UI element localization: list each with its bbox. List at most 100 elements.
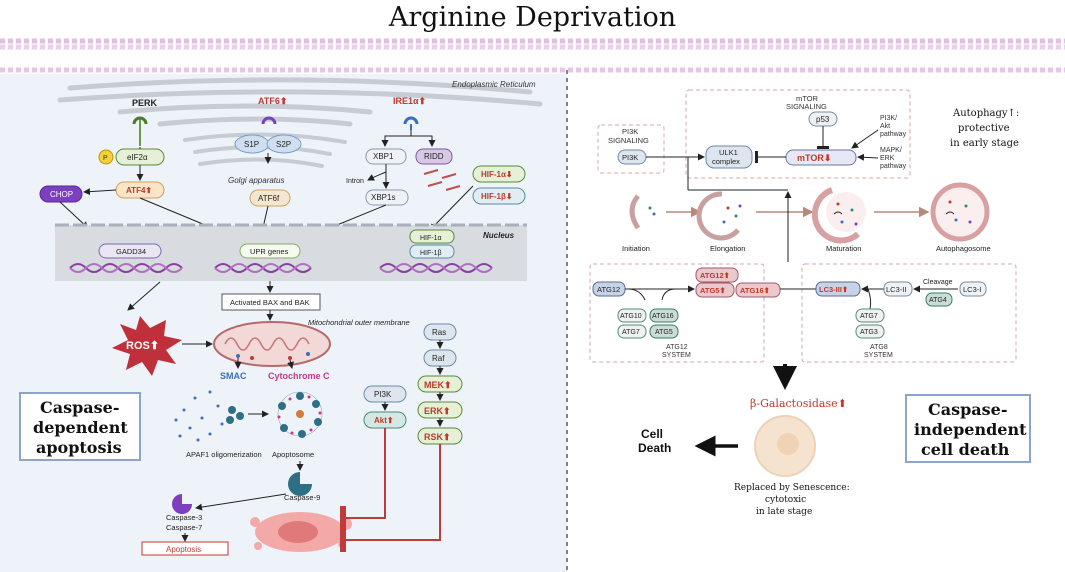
atg7a-label: ATG7 bbox=[622, 329, 640, 336]
autophagy-line2: protective bbox=[958, 123, 1010, 134]
perk-receptor-icon bbox=[132, 116, 148, 146]
atf6-receptor-icon bbox=[261, 116, 277, 125]
hif1b-node bbox=[409, 244, 455, 259]
cell-death-line2: Death bbox=[638, 441, 671, 455]
mtor-label: mTOR⬇ bbox=[797, 153, 831, 163]
apoptosis-label: Apoptosis bbox=[166, 545, 201, 554]
atg12up-label: ATG12⬆ bbox=[700, 271, 730, 280]
autophagy-line3: in early stage bbox=[950, 138, 1019, 149]
lc3ii-label: LC3-II bbox=[886, 285, 906, 294]
gadd34-node bbox=[98, 243, 162, 259]
chop-label: CHOP bbox=[50, 190, 73, 199]
dna-helix-icons bbox=[69, 263, 493, 273]
mek-label: MEK⬆ bbox=[424, 380, 452, 390]
mtor-signaling-title2: SIGNALING bbox=[786, 102, 827, 111]
golgi-label: Golgi apparatus bbox=[228, 176, 284, 185]
autophagosome-icon bbox=[930, 182, 990, 242]
intron-label: Intron bbox=[346, 178, 364, 185]
hif1a-down-label: HIF-1α⬇ bbox=[481, 170, 513, 179]
right-pi3k-label: PI3K bbox=[622, 153, 638, 162]
atg10-label: ATG10 bbox=[620, 313, 642, 320]
cleavage-label: Cleavage bbox=[923, 279, 953, 286]
maturation-label: Maturation bbox=[826, 244, 861, 253]
rsk-inhibition bbox=[340, 444, 441, 552]
apaf1-label: APAF1 oligomerization bbox=[186, 450, 262, 459]
left-pi3k-label: PI3K bbox=[374, 390, 392, 399]
atg7b-node bbox=[855, 308, 885, 323]
apaf1-cluster-icon bbox=[226, 406, 244, 424]
mapk-line2: ERK bbox=[880, 155, 895, 162]
autophagosome-label: Autophagosome bbox=[936, 244, 991, 253]
atg12-system-line1: ATG12 bbox=[666, 344, 688, 351]
ras-label: Ras bbox=[432, 328, 446, 337]
ros-label: ROS⬆ bbox=[126, 340, 159, 352]
caspase7-label: Caspase-7 bbox=[166, 523, 202, 532]
pi3k-signaling-title1: PI3K bbox=[622, 127, 638, 136]
mito-membrane-label: Mitochondrial outer membrane bbox=[308, 318, 410, 327]
caspase-dependent-line2: dependent bbox=[33, 418, 128, 437]
mtor-signaling-title1: mTOR bbox=[796, 94, 819, 103]
caspase-independent-line3: cell death bbox=[921, 440, 1010, 459]
bax-bak-label: Activated BAX and BAK bbox=[230, 298, 310, 307]
caspase3-label: Caspase-3 bbox=[166, 513, 202, 522]
atg3-label: ATG3 bbox=[860, 329, 878, 336]
atg16up-label: ATG16⬆ bbox=[740, 286, 770, 295]
atg10-node bbox=[617, 308, 647, 323]
ros-starburst bbox=[112, 316, 182, 376]
cell-death-line1: Cell bbox=[641, 427, 663, 441]
senescence-line3: in late stage bbox=[756, 507, 812, 517]
bgal-label: β-Galactosidase⬆ bbox=[750, 397, 847, 410]
caspase-dependent-line1: Caspase- bbox=[40, 398, 120, 417]
lc3i-node bbox=[959, 281, 987, 297]
hif1a-node bbox=[409, 229, 455, 244]
atg5-label: ATG5 bbox=[655, 329, 673, 336]
chop-node bbox=[39, 185, 83, 203]
caspase-dependent-line3: apoptosis bbox=[36, 438, 122, 457]
atg12-system-line2: SYSTEM bbox=[662, 352, 691, 359]
lc3iii-label: LC3-III⬆ bbox=[819, 285, 848, 294]
lc3iii-node bbox=[815, 281, 861, 297]
elongation-icon bbox=[696, 191, 742, 241]
gadd34-label: GADD34 bbox=[116, 247, 146, 256]
apoptosome-label: Apoptosome bbox=[272, 450, 314, 459]
atf4-label: ATF4⬆ bbox=[126, 186, 152, 195]
ridd-node bbox=[415, 148, 453, 165]
senescence-line1: Replaced by Senescence: bbox=[734, 483, 850, 493]
apoptosome-icon bbox=[277, 391, 323, 438]
caspase-independent-line1: Caspase- bbox=[928, 400, 1008, 419]
atg3-node bbox=[855, 324, 885, 339]
xbp1s-label: XBP1s bbox=[371, 193, 395, 202]
akt-label: Akt⬆ bbox=[374, 416, 394, 425]
p53-label: p53 bbox=[816, 115, 830, 124]
ire1a-label: IRE1α⬆ bbox=[393, 96, 426, 106]
atg12-system-group bbox=[589, 263, 765, 363]
senescent-cell-icon bbox=[754, 415, 816, 477]
lc3ii-node bbox=[883, 281, 913, 297]
autophagy-line1: Autophagy↑: bbox=[952, 108, 1019, 119]
hif1b-label: HIF-1β bbox=[420, 250, 442, 257]
apaf1-dots-icon bbox=[174, 390, 224, 442]
nucleus-label: Nucleus bbox=[483, 231, 515, 240]
s2p-node bbox=[266, 134, 302, 154]
caspase9-icon bbox=[288, 472, 312, 496]
phospho-node bbox=[98, 149, 114, 165]
atf6f-label: ATF6f bbox=[258, 194, 280, 203]
caspase9-label: Caspase-9 bbox=[284, 493, 320, 502]
atg12up-node bbox=[695, 267, 739, 283]
atg8-system-line1: ATG8 bbox=[870, 344, 888, 351]
caspase3-icon bbox=[172, 494, 192, 514]
senescence-line2: cytotoxic bbox=[765, 495, 806, 505]
mapk-line1: MAPK/ bbox=[880, 147, 902, 154]
atg16-label: ATG16 bbox=[652, 313, 674, 320]
eif2a-label: eIF2α bbox=[127, 153, 148, 162]
xbp1s-node bbox=[365, 189, 409, 206]
elongation-label: Elongation bbox=[710, 244, 745, 253]
atg16up-node bbox=[735, 282, 781, 298]
mapk-line3: pathway bbox=[880, 163, 907, 170]
perk-label: PERK bbox=[132, 98, 158, 108]
ire1a-receptor-icon bbox=[403, 116, 419, 130]
er-membrane bbox=[57, 77, 543, 127]
hif1b-down-node bbox=[472, 187, 526, 205]
